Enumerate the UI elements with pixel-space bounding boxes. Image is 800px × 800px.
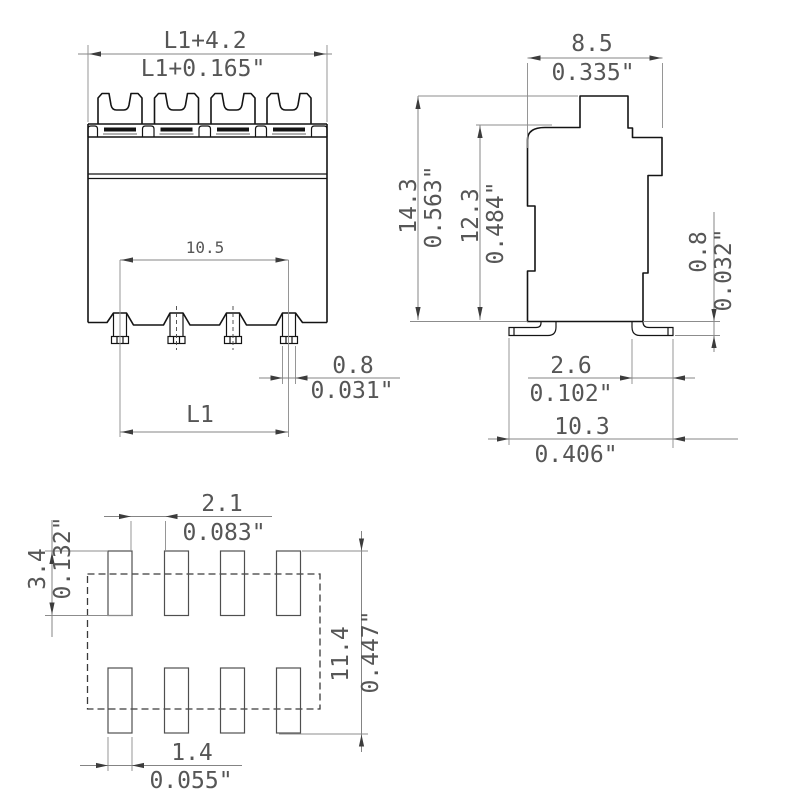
side-dim-footprint: 10.3 0.406" [488,338,738,468]
front-dim-pin-width: 0.8 0.031" [259,346,400,404]
front-view: L1+4.2 L1+0.165" 10.5 0.8 0.031" L1 [78,28,400,437]
footprint-pads-top [107,550,302,617]
side-width-in-label: 0.335" [551,60,634,86]
side-dim-body-height: 12.3 0.484" [458,124,552,320]
footprint-outline [86,573,321,710]
side-foot-length-mm-label: 2.6 [550,353,592,379]
footprint-dim-pad-gap: 2.1 0.083" [104,491,272,551]
side-total-height-mm-label: 14.3 [396,178,422,233]
side-left-leg [508,321,557,337]
front-bottom-profile [88,312,327,326]
side-right-leg [631,321,674,337]
front-dim-pin-span: 10.5 [119,238,289,437]
front-clamp-4 [266,92,312,124]
footprint-dim-pad-width: 1.4 0.055" [80,737,242,794]
front-rail [88,123,327,138]
front-rail-bumps [87,125,328,137]
front-pin-span-label: 10.5 [186,238,225,257]
footprint-pad-width-mm-label: 1.4 [171,740,213,766]
footprint-pad-height-in-label: 0.132" [50,516,76,599]
front-pin-width-in-label: 0.031" [310,378,393,404]
front-overall-mm-label: L1+4.2 [163,28,246,54]
side-dim-foot-length: 2.6 0.102" [528,339,695,448]
front-length-label: L1 [186,402,214,428]
front-overall-in-label: L1+0.165" [141,56,266,82]
front-contacts [103,127,306,135]
side-leg-thickness-in-label: 0.032" [711,228,737,311]
front-dim-length: L1 [120,402,289,435]
side-total-height-in-label: 0.563" [421,165,447,248]
front-body-seam [88,173,327,180]
footprint-pad-width-in-label: 0.055" [149,768,232,794]
front-pin-width-mm-label: 0.8 [332,353,374,379]
side-foot-length-in-label: 0.102" [529,381,612,407]
side-dim-leg-thickness: 0.8 0.032" [643,212,737,352]
side-view: 8.5 0.335" 14.3 0.563" 12.3 0.484" [396,31,738,468]
footprint-row-span-in-label: 0.447" [358,610,384,693]
side-footprint-in-label: 0.406" [534,442,617,468]
side-body-outline [526,95,663,323]
side-leg-thickness-mm-label: 0.8 [686,231,712,273]
footprint-pads-bottom [107,667,302,734]
side-dim-total-height: 14.3 0.563" [396,95,578,322]
side-width-mm-label: 8.5 [571,31,613,57]
side-footprint-mm-label: 10.3 [554,414,609,440]
front-dim-overall: L1+4.2 L1+0.165" [78,28,332,122]
footprint-pad-gap-in-label: 0.083" [182,520,265,546]
footprint-dim-row-span: 11.4 0.447" [279,531,384,752]
footprint-dim-pad-height: 3.4 0.132" [25,516,133,637]
footprint-row-span-mm-label: 11.4 [328,626,354,681]
front-pins [110,306,299,350]
side-body-height-mm-label: 12.3 [458,188,484,243]
front-body [87,124,328,323]
front-clamp-3 [210,92,256,124]
footprint-pad-gap-mm-label: 2.1 [201,491,243,517]
front-clamp-2 [153,92,200,124]
footprint-pad-height-mm-label: 3.4 [25,548,51,590]
side-body-height-in-label: 0.484" [483,181,509,264]
footprint-view: 2.1 0.083" 3.4 0.132" 11.4 0.447" 1 [25,491,384,794]
side-dim-width: 8.5 0.335" [527,31,663,148]
front-clamp-1 [97,92,143,124]
